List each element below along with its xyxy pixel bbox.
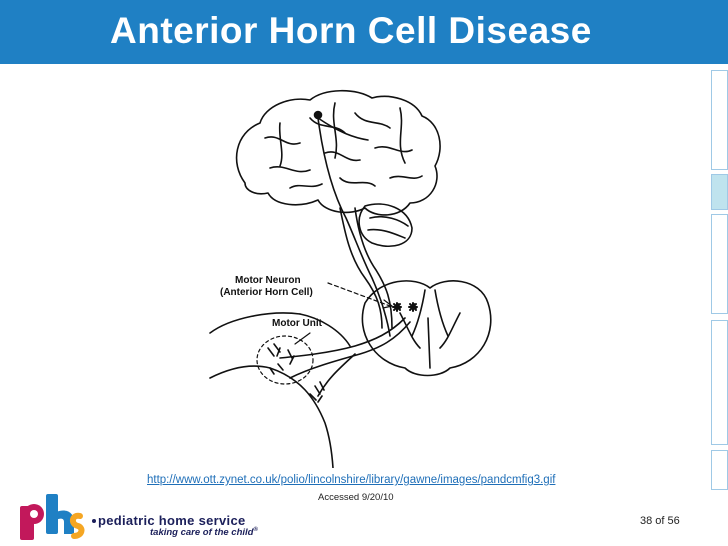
anterior-horn-cells (392, 302, 418, 312)
limb-outline (209, 312, 334, 468)
label-motor-neuron: Motor Neuron (235, 275, 301, 286)
title-bar (0, 0, 728, 64)
brand-tagline: taking care of the child® (150, 527, 258, 539)
phs-logo (20, 494, 96, 540)
label-motor-unit: Motor Unit (272, 318, 323, 329)
cerebellum (358, 203, 413, 247)
spinal-cord-section (361, 280, 492, 377)
brand-tagline-text: taking care of the child (150, 527, 254, 539)
phs-logo-mark (20, 494, 96, 540)
brand-name: pediatric home service (98, 513, 246, 528)
accessed-date: Accessed 9/20/10 (318, 492, 394, 503)
motor-unit-circle (256, 335, 314, 385)
label-anterior-horn-cell: (Anterior Horn Cell) (220, 287, 313, 298)
brain-outline (235, 89, 441, 216)
slide-number: 38 of 56 (640, 515, 680, 527)
source-link[interactable]: http://www.ott.zynet.co.uk/polio/lincoln… (147, 474, 556, 486)
side-tab-5 (711, 450, 728, 490)
anatomy-figure: Motor Neuron (Anterior Horn Cell) Motor … (209, 89, 492, 468)
side-tab-1 (711, 70, 728, 170)
side-tab-3 (711, 214, 728, 314)
slide-title: Anterior Horn Cell Disease (110, 10, 592, 51)
side-tab-2 (711, 174, 728, 210)
side-tab-4 (711, 320, 728, 445)
